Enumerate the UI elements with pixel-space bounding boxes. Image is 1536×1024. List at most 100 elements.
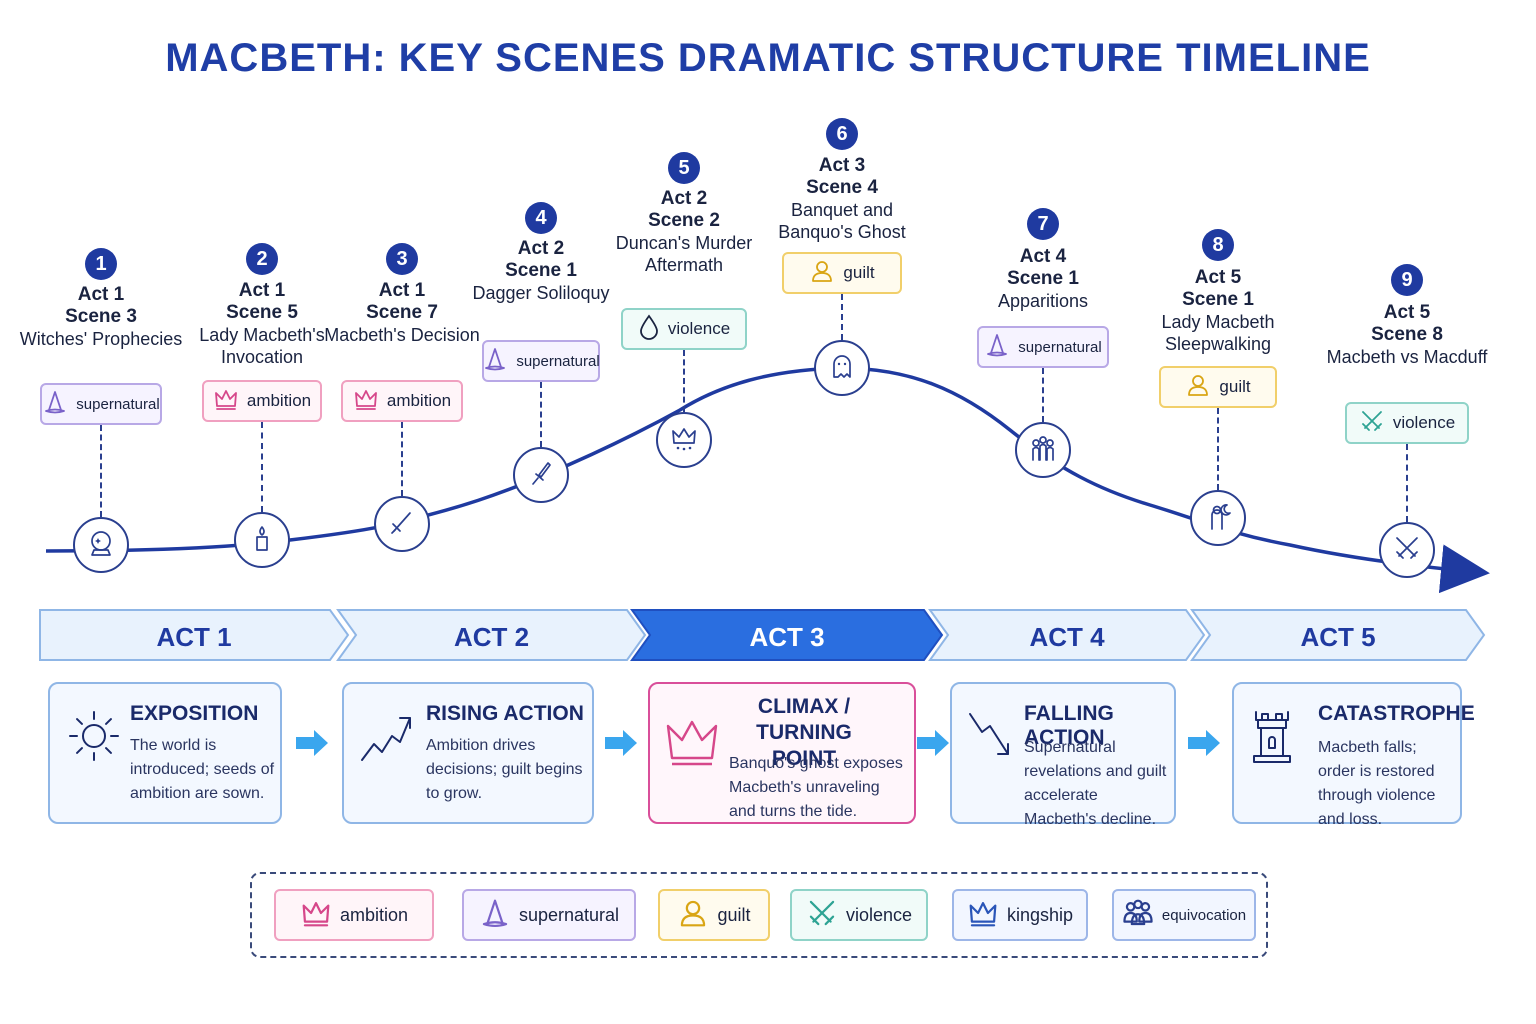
act-chevron [336,609,647,661]
scene-title: Lady Macbeth Sleepwalking [1161,312,1275,354]
falling-arrow-icon [964,706,1024,771]
tower-icon [1242,706,1302,771]
scene-number-badge: 3 [386,243,418,275]
scene-number-badge: 8 [1202,229,1234,261]
legend-item-guilt: guilt [658,889,770,941]
scene-node [73,517,129,573]
kingship-icon [967,897,999,934]
scene-act: Act 1 [378,280,426,301]
scene-act: Act 1 [77,284,125,305]
legend-label: equivocation [1161,906,1247,924]
scene-number-badge: 9 [1391,264,1423,296]
theme-tag-guilt: guilt [1159,366,1277,408]
stage-heading: FALLING ACTION [1024,702,1114,749]
legend-label: supernatural [518,904,620,925]
scene-act: Act 5 [1383,302,1431,323]
theme-tag-label: supernatural [516,352,600,370]
scene-title: Duncan's Murder Aftermath [615,233,753,275]
stage-exposition: EXPOSITION The world is introduced; seeds… [48,682,282,824]
violence-icon [806,897,838,934]
scene-node [513,447,569,503]
sun-icon [64,706,124,771]
act-chevron [928,609,1206,661]
flow-arrow [915,728,951,763]
scene-title: Banquet and Banquo's Ghost [778,200,906,242]
apparitions-icon [1028,433,1058,468]
stage-description: Supernatural revelations and guilt accel… [1024,739,1167,828]
theme-legend: ambition supernatural guilt violence kingshi… [250,872,1268,958]
ambition-icon [300,897,332,934]
scene-number: Scene 3 [65,306,137,327]
equivocation-icon [1122,897,1154,933]
theme-tag-supernatural: supernatural [40,383,162,425]
scene-title: Witches' Prophecies [19,329,183,349]
act-label: ACT 3 [749,622,825,652]
guilt-icon [677,897,709,934]
act-label: ACT 2 [453,622,530,652]
theme-tag-label: supernatural [76,395,160,413]
ghost-icon [827,351,857,386]
crown-icon [662,710,722,775]
act-label: ACT 5 [1300,622,1376,652]
stage-description: Banquo's ghost exposes Macbeth's unravel… [729,755,903,820]
connector-line [401,422,403,496]
theme-tag-ambition: ambition [341,380,463,422]
scene-number: Scene 4 [806,177,878,198]
scene-node [374,496,430,552]
theme-tag-label: guilt [843,263,875,282]
connector-line [261,422,263,512]
scene-title: Macbeth vs Macduff [1326,347,1488,367]
connector-line [1042,368,1044,422]
flow-arrow [294,728,330,763]
flow-arrow [603,728,639,763]
legend-item-violence: violence [790,889,928,941]
scene-number: Scene 1 [1007,268,1079,289]
scene-title: Lady Macbeth's Invocation [199,325,325,367]
theme-tag-label: supernatural [1018,338,1102,356]
sword-icon [387,507,417,542]
supernatural-icon [984,332,1010,362]
connector-line [100,425,102,517]
legend-item-equivocation: equivocation [1112,889,1256,941]
theme-tag-label: violence [667,319,731,338]
scene-node [1190,490,1246,546]
guilt-icon [809,258,835,289]
connector-line [841,294,843,340]
theme-tag-guilt: guilt [782,252,902,294]
scene-act: Act 5 [1194,267,1242,288]
scene-node [1379,522,1435,578]
connector-line [540,382,542,447]
dagger-icon [526,458,556,493]
stage-heading: CATASTROPHE [1318,702,1475,725]
connector-line [683,350,685,412]
act-label: ACT 1 [156,622,232,652]
violence-icon [1359,408,1385,439]
scene-number: Scene 2 [648,210,720,231]
legend-item-supernatural: supernatural [462,889,636,941]
connector-line [1406,444,1408,522]
stage-heading: RISING ACTION [426,702,584,725]
page-title: MACBETH: KEY SCENES DRAMATIC STRUCTURE T… [165,36,1371,80]
stage-description: Ambition drives decisions; guilt begins … [426,737,583,802]
legend-item-kingship: kingship [952,889,1088,941]
rising-chart-icon [356,708,416,773]
legend-item-ambition: ambition [274,889,434,941]
candle-icon [247,523,277,558]
bloody-crown-icon [669,423,699,458]
stage-heading: EXPOSITION [130,702,259,725]
crystal-ball-icon [86,528,116,563]
stage-description: The world is introduced; seeds of ambiti… [130,737,275,802]
